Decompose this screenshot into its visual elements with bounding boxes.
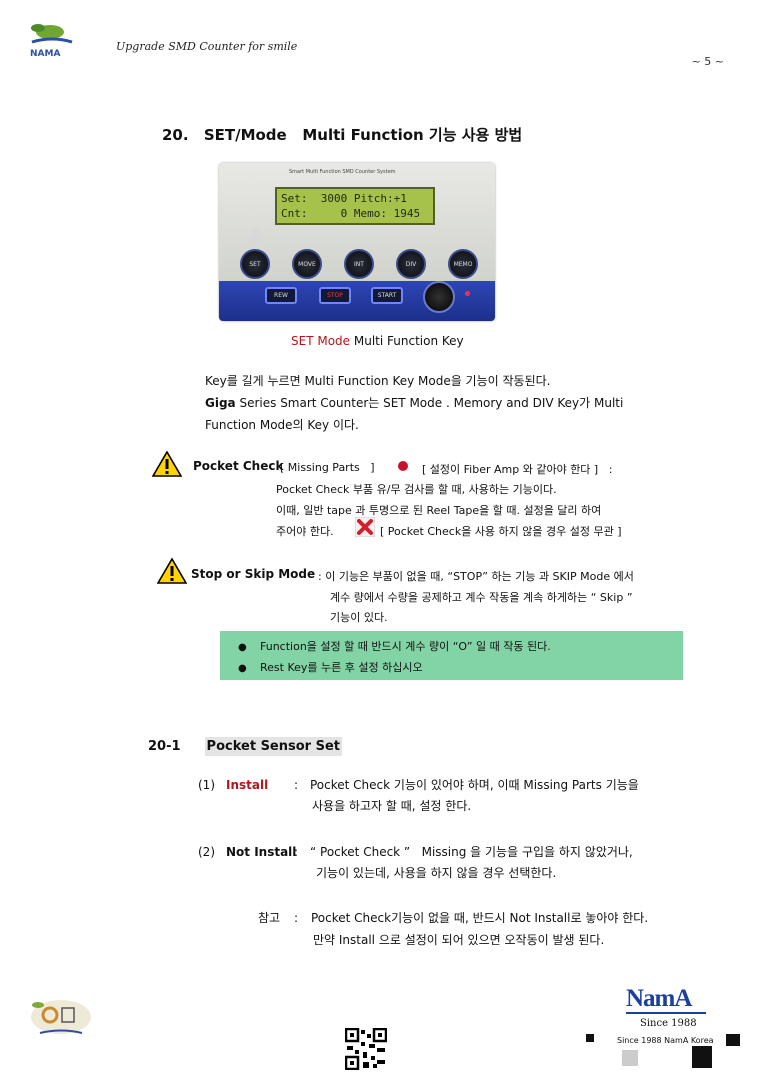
option-1-sep: : — [294, 778, 299, 792]
rew-key: REW — [265, 287, 297, 304]
qr-code — [344, 1027, 388, 1071]
cross-icon — [355, 517, 375, 537]
intro-line-3: Function Mode의 Key 이다. — [205, 418, 359, 432]
brand-underline — [626, 1012, 706, 1014]
device-header-text: Smart Multi Function SMD Counter System — [289, 169, 396, 175]
arrow-down-icon — [247, 229, 263, 245]
option-1-line-2: 사용을 하고자 할 때, 설정 한다. — [312, 799, 472, 813]
square-decor-4 — [692, 1046, 712, 1068]
start-key: START — [371, 287, 403, 304]
stop-key: STOP — [319, 287, 351, 304]
pocket-check-line-3b: [ Pocket Check을 사용 하지 않을 경우 설정 무관 ] — [380, 525, 622, 538]
pocket-check-line-2: 이때, 일반 tape 과 투명으로 된 Reel Tape을 할 때. 설정을… — [276, 504, 602, 517]
warning-icon — [152, 451, 182, 477]
pocket-check-line-3a: 주어야 한다. — [276, 525, 334, 538]
missing-parts-bracket: [ Missing Parts ] — [280, 461, 375, 474]
stop-skip-line-3: 기능이 있다. — [330, 611, 388, 624]
option-1-num: (1) — [198, 778, 215, 792]
section-number: 20. — [162, 126, 189, 144]
lcd-display: Set: 3000 Pitch:+1 Cnt: 0 Memo: 1945 — [275, 187, 435, 225]
subsection-title: 20-1 Pocket Sensor Set — [148, 737, 342, 756]
reference-sep: : — [294, 911, 299, 925]
intro-line-2: Giga Series Smart Counter는 SET Mode . Me… — [205, 392, 623, 414]
photo-caption: SET Mode Multi Function Key — [291, 334, 464, 348]
memo-key: MEMO — [448, 249, 478, 279]
lcd-line-2: Cnt: 0 Memo: 1945 — [281, 207, 421, 220]
option-2-num: (2) — [198, 845, 215, 859]
note-item-1: Function을 설정 할 때 반드시 계수 량이 “O” 일 때 작동 된다… — [238, 637, 683, 658]
caption-red: SET Mode — [291, 334, 351, 348]
red-dot-icon — [398, 461, 408, 471]
page-number: ~ 5 ~ — [691, 55, 724, 68]
caption-rest: Multi Function Key — [350, 334, 464, 348]
move-key: MOVE — [292, 249, 322, 279]
option-1-line-1: Pocket Check 기능이 있어야 하며, 이때 Missing Part… — [310, 778, 639, 792]
since-korea-text: Since 1988 NamA Korea — [617, 1036, 714, 1045]
pocket-check-line-1: Pocket Check 부품 유/무 검사를 할 때, 사용하는 기능이다. — [276, 483, 557, 496]
stop-skip-line-2: 계수 량에서 수량을 공제하고 계수 작동을 계속 하게하는 “ Skip ” — [330, 591, 633, 604]
option-1-label: Install — [226, 778, 269, 792]
intro-paragraph: Key를 길게 누르면 Multi Function Key Mode을 기능이… — [205, 370, 623, 436]
company-logo: NAMA — [24, 14, 80, 62]
subsection-title-text: Pocket Sensor Set — [204, 737, 342, 756]
lcd-line-1: Set: 3000 Pitch:+1 — [281, 192, 407, 205]
square-decor-2 — [726, 1034, 740, 1046]
note-item-2: Rest Key를 누른 후 설정 하십시오 — [238, 658, 683, 679]
set-key: SET — [240, 249, 270, 279]
reference-line-1: Pocket Check기능이 없을 때, 반드시 Not Install로 놓… — [311, 911, 649, 925]
intro-line-2-rest: Series Smart Counter는 SET Mode . Memory … — [235, 396, 624, 410]
reference-line-2: 만약 Install 으로 설정이 되어 있으면 오작동이 발생 된다. — [313, 933, 605, 947]
device-photo: Smart Multi Function SMD Counter System … — [219, 163, 495, 321]
header-tagline: Upgrade SMD Counter for smile — [116, 40, 298, 53]
option-2-line-1: “ Pocket Check ” Missing 을 기능을 구입을 하지 않았… — [310, 845, 633, 859]
svg-text:NAMA: NAMA — [30, 49, 60, 59]
square-decor-1 — [586, 1034, 594, 1042]
since-text: Since 1988 — [640, 1018, 697, 1029]
pocket-check-label: Pocket Check — [193, 459, 284, 473]
section-title-text: SET/Mode Multi Function 기능 사용 방법 — [203, 126, 523, 144]
section-title: 20. SET/Mode Multi Function 기능 사용 방법 — [162, 124, 522, 145]
int-key: INT — [344, 249, 374, 279]
note-box: Function을 설정 할 때 반드시 계수 량이 “O” 일 때 작동 된다… — [220, 631, 683, 680]
round-knob — [423, 281, 455, 313]
square-decor-3 — [622, 1050, 638, 1066]
option-2-line-2: 기능이 있는데, 사용을 하지 않을 경우 선택한다. — [316, 866, 557, 880]
intro-bold: Giga — [205, 396, 236, 410]
footer-logo — [28, 995, 94, 1043]
pocket-check-note: [ 설정이 Fiber Amp 와 같아야 한다 ] : — [422, 463, 613, 476]
div-key: DIV — [396, 249, 426, 279]
stop-skip-line-1: : 이 기능은 부품이 없을 때, “STOP” 하는 기능 과 SKIP Mo… — [318, 570, 634, 583]
status-led — [465, 291, 470, 296]
subsection-number: 20-1 — [148, 739, 181, 754]
stop-skip-label: Stop or Skip Mode — [191, 567, 316, 581]
option-2-sep: : — [294, 845, 299, 859]
option-2-label: Not Install — [226, 845, 297, 859]
intro-line-1: Key를 길게 누르면 Multi Function Key Mode을 기능이… — [205, 374, 551, 388]
reference-label: 참고 — [258, 911, 281, 925]
warning-icon-2 — [157, 558, 187, 584]
brand-logo: NamA — [626, 985, 692, 1012]
